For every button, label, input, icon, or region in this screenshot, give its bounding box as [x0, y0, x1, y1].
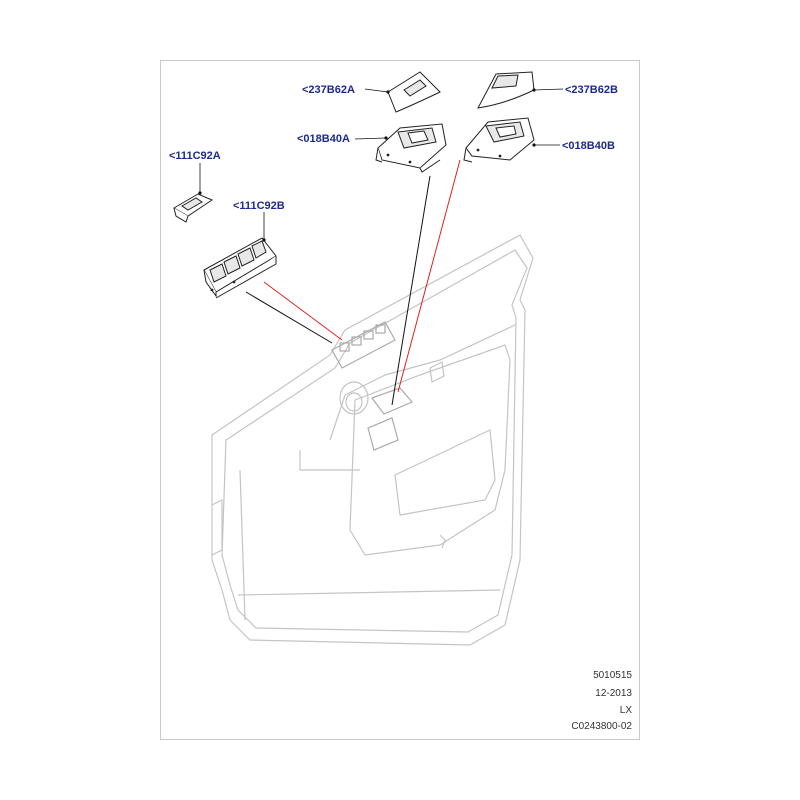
callout-111C92B: <111C92B [233, 200, 285, 212]
callout-018B40B: <018B40B [562, 140, 615, 152]
diagram-model: LX [619, 705, 632, 716]
part-018B40B-switch [463, 117, 536, 163]
diagram-ref: 5010515 [593, 670, 632, 681]
part-018B40A-switch [375, 123, 447, 173]
callout-018B40A: <018B40A [297, 133, 350, 145]
diagram-code: C0243800-02 [571, 721, 632, 732]
part-111C92B-switch-pack [203, 237, 277, 299]
in-panel-switch-pack-rear [367, 387, 413, 451]
part-237B62B-bezel [477, 71, 536, 109]
callout-237B62A: <237B62A [302, 84, 355, 96]
callout-111C92A: <111C92A [169, 150, 221, 162]
in-panel-switch-pack-front [331, 321, 396, 369]
part-111C92A-switch [173, 191, 214, 223]
door-trim-panel [211, 234, 534, 646]
callout-237B62B: <237B62B [565, 84, 618, 96]
callout-leaders [199, 88, 564, 240]
diagram-frame [160, 60, 640, 740]
diagram-date: 12-2013 [595, 688, 632, 699]
part-237B62A-bezel [386, 71, 441, 113]
assembly-lines [245, 159, 461, 406]
